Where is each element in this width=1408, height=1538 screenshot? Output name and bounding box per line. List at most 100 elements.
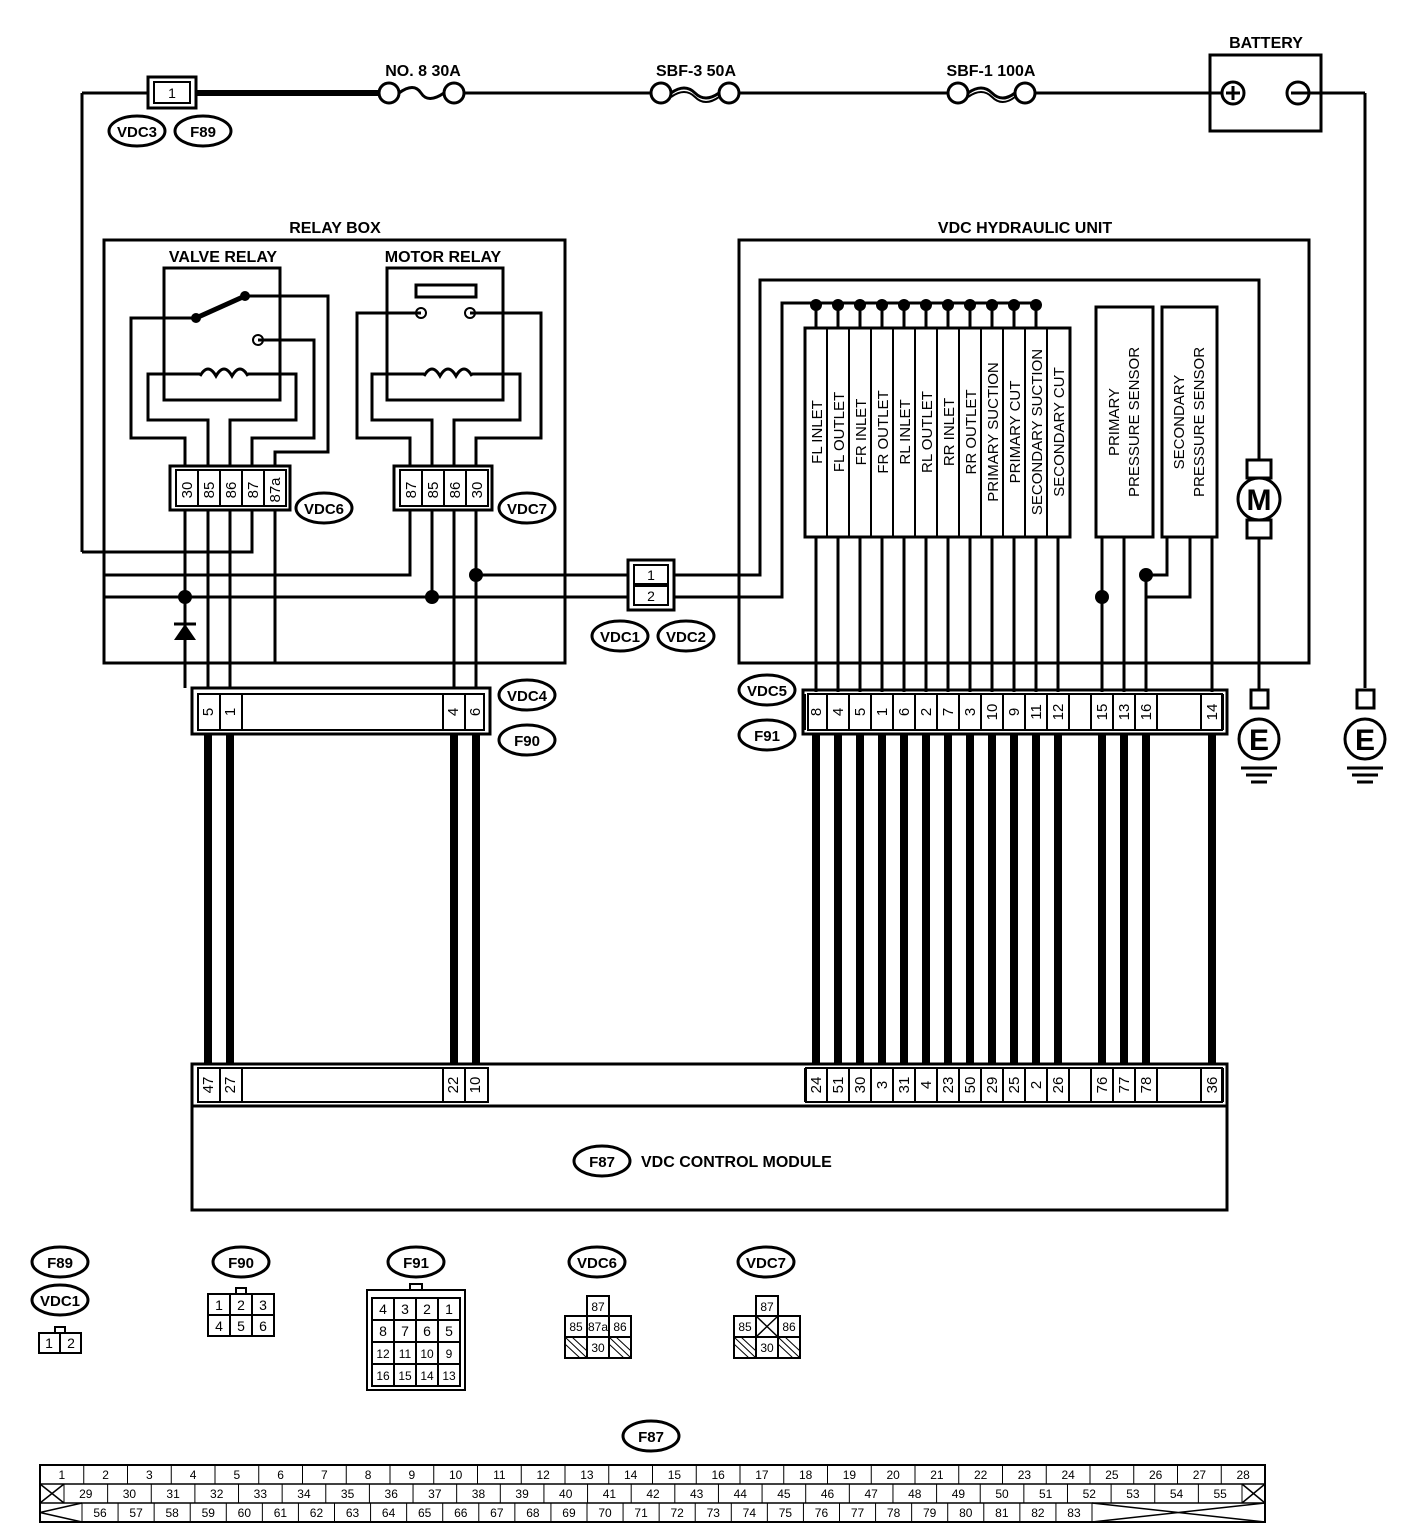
- module-pin-25: 25: [1006, 1077, 1023, 1094]
- f87-pin-32: 32: [210, 1487, 224, 1501]
- f87-pin-11: 11: [493, 1468, 506, 1482]
- vdc4-pin-5: 5: [200, 708, 217, 716]
- f87-pin-29: 29: [79, 1487, 93, 1501]
- ground-motor-symbol: E: [1249, 724, 1269, 757]
- f91-pin-1: 1: [445, 1301, 453, 1317]
- vdc5-pin-9: 9: [1006, 708, 1023, 716]
- vdc3-tag: VDC3: [117, 124, 157, 141]
- module-pin-51: 51: [830, 1077, 847, 1094]
- primary-sensor-line2: PRESSURE SENSOR: [1126, 347, 1143, 497]
- f87-pin-3: 3: [146, 1468, 153, 1482]
- legend-vdc6-pin-87a: 87a: [588, 1320, 608, 1334]
- ground-battery: E: [1343, 688, 1387, 784]
- f87-pin-55: 55: [1214, 1487, 1228, 1501]
- f87-blank-cell: [39, 1502, 83, 1523]
- module-pin-31: 31: [896, 1077, 913, 1094]
- valve-label-secondary-cut: SECONDARY CUT: [1051, 367, 1068, 496]
- f87-pin-16: 16: [711, 1468, 725, 1482]
- vdc1-pin-1: 1: [647, 567, 655, 583]
- vdc5-pin-3: 3: [962, 708, 979, 716]
- f87-pin-63: 63: [346, 1506, 360, 1520]
- f87-pin-7: 7: [321, 1468, 328, 1482]
- vdc5-pin-2: 2: [918, 708, 935, 716]
- f91-pin-15: 15: [398, 1369, 412, 1383]
- f87-pin-61: 61: [274, 1506, 288, 1520]
- f87-pin-42: 42: [646, 1487, 660, 1501]
- module-pin-76: 76: [1094, 1077, 1111, 1094]
- legend-vdc6-pin-85: 85: [569, 1320, 583, 1334]
- f91-pin-3: 3: [401, 1301, 409, 1317]
- valve-label-fl-inlet: FL INLET: [809, 400, 826, 464]
- legend-vdc1-pin-1: 1: [45, 1335, 53, 1351]
- module-pin-30: 30: [852, 1077, 869, 1094]
- f87-pin-15: 15: [668, 1468, 682, 1482]
- f87-pin-54: 54: [1170, 1487, 1184, 1501]
- f87-pin-52: 52: [1083, 1487, 1097, 1501]
- valve-label-primary-suction: PRIMARY SUCTION: [985, 362, 1002, 501]
- f87-pin-49: 49: [952, 1487, 966, 1501]
- valve-relay-label: VALVE RELAY: [169, 249, 278, 266]
- f87-pin-34: 34: [297, 1487, 311, 1501]
- f87-pin-25: 25: [1105, 1468, 1119, 1482]
- f87-pin-68: 68: [526, 1506, 540, 1520]
- legend-vdc6-pin-86: 86: [613, 1320, 627, 1334]
- vdc3-connector: [146, 75, 198, 110]
- vdc5-pin-16: 16: [1138, 704, 1155, 721]
- f87-pin-43: 43: [690, 1487, 704, 1501]
- f87-blank-cell: [1241, 1483, 1266, 1504]
- vdc7-tag: VDC7: [507, 501, 547, 518]
- vdc5-pin-11: 11: [1028, 704, 1045, 720]
- f91-pin-6: 6: [423, 1323, 431, 1339]
- vdc6-connector: 30 85 86 87 87a: [168, 464, 292, 512]
- legend-vdc6-pin-87: 87: [591, 1300, 605, 1314]
- vdc5-pin-13: 13: [1116, 704, 1133, 721]
- f87-pin-70: 70: [598, 1506, 612, 1520]
- vdc6-tag: VDC6: [304, 501, 344, 518]
- f87-pin-44: 44: [734, 1487, 748, 1501]
- f87-pin-30: 30: [123, 1487, 137, 1501]
- f87-pin-33: 33: [254, 1487, 268, 1501]
- vdc4-pin-1: 1: [222, 708, 239, 716]
- f87-pin-5: 5: [234, 1468, 241, 1482]
- f87-pin-24: 24: [1061, 1468, 1075, 1482]
- vdc5-pin-14: 14: [1204, 704, 1221, 721]
- f87-pin-76: 76: [815, 1506, 829, 1520]
- module-pin-77: 77: [1116, 1077, 1133, 1094]
- f91-pin-10: 10: [420, 1347, 434, 1361]
- battery-label: BATTERY: [1229, 35, 1303, 52]
- vdc7-pin-87: 87: [403, 482, 420, 499]
- f87-pin-2: 2: [102, 1468, 109, 1482]
- legend-f90-tag: F90: [228, 1255, 254, 1272]
- f87-pin-80: 80: [959, 1506, 973, 1520]
- f87-pin-82: 82: [1031, 1506, 1045, 1520]
- f87-pin-18: 18: [799, 1468, 813, 1482]
- f87-pin-58: 58: [165, 1506, 179, 1520]
- f87-pin-12: 12: [536, 1468, 550, 1482]
- f87-pin-59: 59: [202, 1506, 216, 1520]
- vdc5-pin-1: 1: [874, 708, 891, 716]
- legend-vdc1-pin-2: 2: [67, 1335, 75, 1351]
- f90-pin-1: 1: [215, 1297, 223, 1313]
- module-pin-47: 47: [200, 1077, 217, 1094]
- f87-pin-53: 53: [1126, 1487, 1140, 1501]
- f87-pin-21: 21: [930, 1468, 944, 1482]
- fuse-no8: NO. 8 30A: [377, 63, 466, 105]
- module-pin-2: 2: [1028, 1081, 1045, 1089]
- vdc5-pin-5: 5: [852, 708, 869, 716]
- f87-pin-40: 40: [559, 1487, 573, 1501]
- vdc7-pin-86: 86: [447, 482, 464, 499]
- vdc7-pin-30: 30: [469, 482, 486, 499]
- f87-pin-72: 72: [670, 1506, 684, 1520]
- vdc4-connector: 5 1 4 6 VDC4 F90: [190, 678, 557, 1064]
- f89-tag: F89: [190, 124, 216, 141]
- f87-pin-73: 73: [707, 1506, 721, 1520]
- vdc4-pin-4: 4: [445, 708, 462, 716]
- fuse-no8-label: NO. 8 30A: [385, 63, 461, 80]
- f91-tag: F91: [754, 728, 780, 745]
- f90-cell: [251, 1314, 275, 1337]
- motor-symbol: M: [1247, 484, 1272, 517]
- f87-pin-28: 28: [1236, 1468, 1250, 1482]
